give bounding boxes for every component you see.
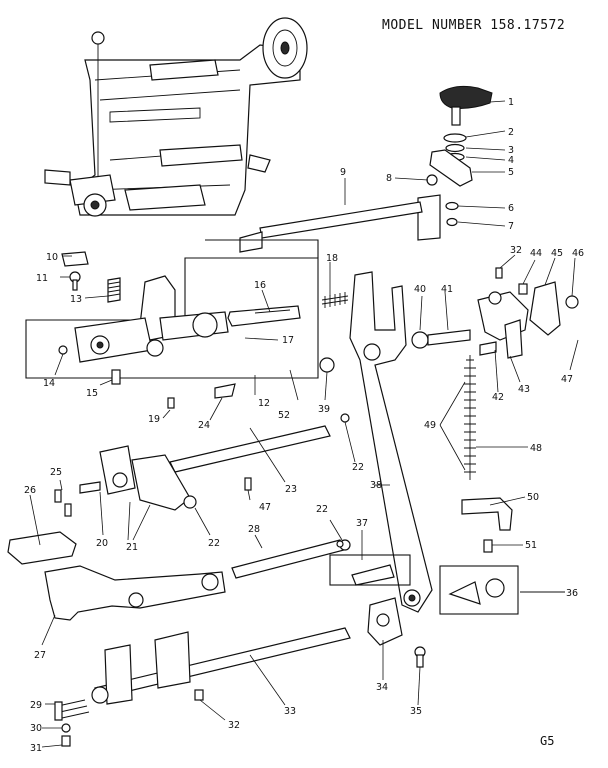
lever-38 [349, 271, 433, 613]
callout-14: 14 [43, 378, 55, 389]
callout-45: 45 [551, 248, 563, 259]
callout-1: 1 [508, 97, 514, 108]
callout-2: 2 [508, 127, 514, 138]
callout-19: 19 [148, 414, 160, 425]
callout-32a: 32 [510, 245, 522, 256]
callout-33: 33 [284, 706, 296, 717]
callout-24: 24 [198, 420, 210, 431]
box-36 [439, 565, 519, 615]
callout-36: 36 [566, 588, 578, 599]
callout-7: 7 [508, 221, 514, 232]
box-37 [329, 554, 411, 586]
callout-47b: 47 [259, 502, 271, 513]
spring-18 [321, 292, 349, 308]
callout-52: 52 [278, 410, 290, 421]
callout-23: 23 [285, 484, 297, 495]
stitch-knob-assembly [417, 85, 493, 241]
callout-22a: 22 [352, 462, 364, 473]
callout-18: 18 [326, 253, 338, 264]
callout-3: 3 [508, 145, 514, 156]
callout-39: 39 [318, 404, 330, 415]
callout-22b: 22 [208, 538, 220, 549]
callout-46: 46 [572, 248, 584, 259]
callout-15: 15 [86, 388, 98, 399]
callout-38: 38 [370, 480, 382, 491]
bracket-50 [461, 497, 513, 531]
callout-5: 5 [508, 167, 514, 178]
callout-31: 31 [30, 743, 42, 754]
callout-20: 20 [96, 538, 108, 549]
callout-37: 37 [356, 518, 368, 529]
spring-48 [464, 355, 476, 480]
callout-12: 12 [258, 398, 270, 409]
callout-27: 27 [34, 650, 46, 661]
shaft-28 [231, 539, 351, 579]
callout-21: 21 [126, 542, 138, 553]
shaft-23 [79, 425, 331, 511]
callout-35: 35 [410, 706, 422, 717]
bracket-assembly [58, 275, 301, 385]
callout-9: 9 [340, 167, 346, 178]
rod-9 [259, 201, 423, 239]
callout-51: 51 [525, 540, 537, 551]
callout-41: 41 [441, 284, 453, 295]
callout-labels: 1 2 3 4 5 6 7 8 9 10 11 12 13 14 15 16 1… [24, 97, 584, 754]
callout-25: 25 [50, 467, 62, 478]
callout-16: 16 [254, 280, 266, 291]
callout-42: 42 [492, 392, 504, 403]
callout-48: 48 [530, 443, 542, 454]
callout-40: 40 [414, 284, 426, 295]
callout-50: 50 [527, 492, 539, 503]
callout-28: 28 [248, 524, 260, 535]
callout-6: 6 [508, 203, 514, 214]
callout-34: 34 [376, 682, 388, 693]
callout-13: 13 [70, 294, 82, 305]
machine-head-illustration [44, 17, 308, 217]
callout-47a: 47 [561, 374, 573, 385]
washer-10-screw-11 [61, 251, 89, 291]
knob-39 [319, 357, 335, 373]
leader-lines [29, 100, 579, 748]
plate-26 [7, 531, 77, 565]
shaft-33 [91, 627, 351, 705]
callout-11: 11 [36, 273, 48, 284]
callout-8: 8 [386, 173, 392, 184]
callout-26: 26 [24, 485, 36, 496]
callout-4: 4 [508, 155, 514, 166]
callout-32b: 32 [228, 720, 240, 731]
callout-22c: 22 [316, 504, 328, 515]
model-number-title: MODEL NUMBER 158.17572 [382, 18, 566, 33]
page-code: G5 [540, 734, 555, 748]
callout-43: 43 [518, 384, 530, 395]
callout-17: 17 [282, 335, 294, 346]
callout-30: 30 [30, 723, 42, 734]
right-linkage-assembly [411, 267, 579, 359]
callout-44: 44 [530, 248, 542, 259]
callout-49: 49 [424, 420, 436, 431]
callout-10: 10 [46, 252, 58, 263]
callout-29: 29 [30, 700, 42, 711]
